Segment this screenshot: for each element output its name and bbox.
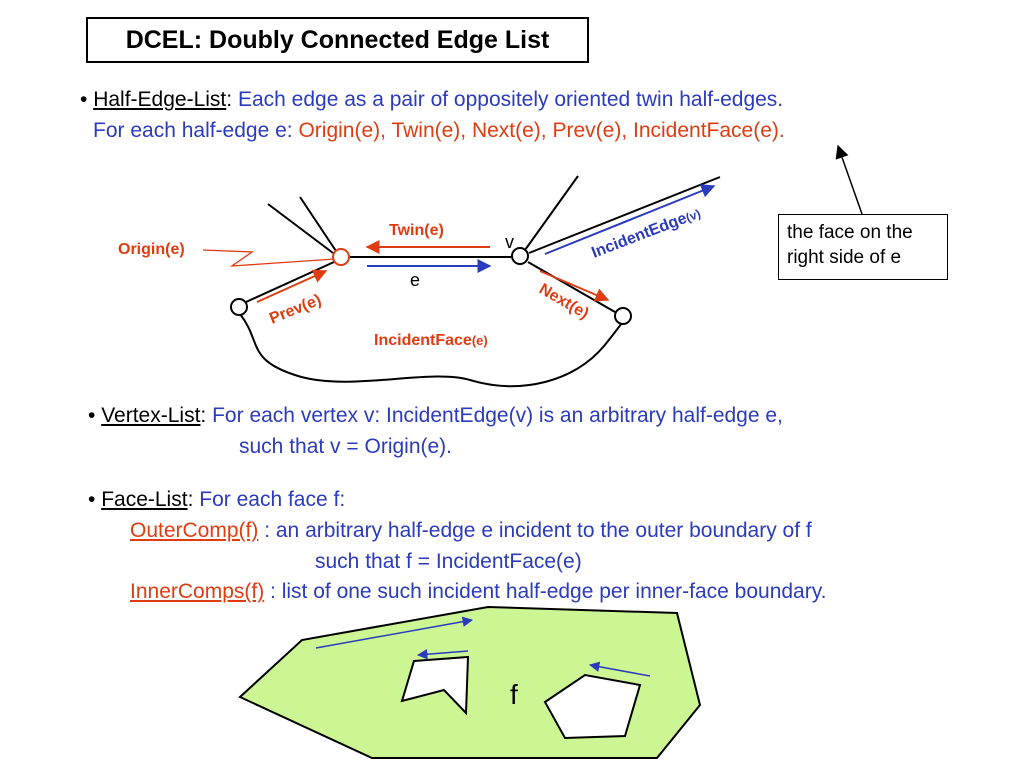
graph-edges — [239, 175, 721, 388]
colon: : — [187, 488, 194, 511]
inner-comps-line: InnerComps(f) : list of one such inciden… — [130, 580, 827, 604]
incident-edge-arrow — [544, 184, 716, 255]
outer-comp-desc: : an arbitrary half-edge e incident to t… — [264, 519, 812, 542]
outer-comp-line2: such that f = IncidentFace(e) — [315, 550, 582, 573]
half-edge-list-line1: • Half-Edge-List: Each edge as a pair of… — [80, 88, 783, 112]
twin-label: Twin(e) — [389, 222, 444, 239]
right-face-note: the face on the right side of e — [778, 214, 948, 280]
edge-up — [524, 175, 579, 251]
edge-left-1 — [267, 203, 334, 254]
vertex-left — [230, 298, 248, 316]
bullet: • — [88, 488, 96, 511]
inner-comp-arrow-2 — [588, 661, 651, 677]
edge-incident — [528, 176, 721, 254]
face-list-term: Face-List — [101, 488, 188, 511]
inner-comps-desc: : list of one such incident half-edge pe… — [270, 580, 827, 603]
bullet: • — [88, 404, 96, 427]
edge-prev — [245, 261, 335, 303]
half-edge-list-term: Half-Edge-List — [93, 88, 227, 111]
face-f-label: f — [510, 679, 518, 710]
edge-bottom-curve — [239, 313, 623, 388]
next-arrow — [539, 270, 610, 302]
edge-next — [527, 261, 616, 313]
outer-comp-arrow — [315, 616, 474, 649]
half-edge-list-desc: Each edge as a pair of oppositely orient… — [237, 88, 784, 111]
e-label: e — [410, 270, 420, 290]
vertex-list-line2: such that v = Origin(e). — [239, 435, 453, 458]
prev-arrow — [256, 269, 328, 303]
v-label: v — [505, 232, 514, 252]
origin-pointer — [202, 249, 336, 267]
vertex-list-term: Vertex-List — [101, 404, 201, 427]
half-edge-prefix: For each half-edge e: — [93, 119, 293, 142]
inner-hole-1 — [400, 655, 470, 716]
face-list-intro: For each face f: — [199, 488, 346, 511]
outer-comp-term: OuterComp(f) — [130, 519, 259, 542]
origin-label: Origin(e) — [118, 241, 185, 258]
inner-hole-2 — [543, 673, 642, 740]
outer-comp-line: OuterComp(f) : an arbitrary half-edge e … — [130, 519, 812, 543]
next-label: Next(e) — [536, 281, 591, 323]
note-pointer-arrow — [835, 144, 863, 215]
vertex-right — [614, 307, 632, 325]
vertex-v — [511, 247, 529, 265]
colon: : — [226, 88, 233, 111]
inner-comps-term: InnerComps(f) — [130, 580, 265, 603]
bullet: • — [80, 88, 88, 111]
face-list-line1: • Face-List: For each face f: — [88, 488, 345, 512]
colon: : — [200, 404, 207, 427]
origin-vertex — [332, 248, 350, 266]
inner-comp-arrow-1 — [416, 649, 469, 660]
vertex-list-line1: • Vertex-List: For each vertex v: Incide… — [88, 404, 783, 428]
edge-left-2 — [299, 196, 337, 252]
half-edge-fields: Origin(e), Twin(e), Next(e), Prev(e), In… — [298, 119, 785, 142]
page-title: DCEL: Doubly Connected Edge List — [86, 17, 589, 63]
vertex-list-desc: For each vertex v: IncidentEdge(v) is an… — [212, 404, 783, 427]
incident-face-label: IncidentFace(e) — [374, 332, 488, 349]
half-edge-list-line2: For each half-edge e: Origin(e), Twin(e)… — [93, 119, 785, 143]
prev-label: Prev(e) — [267, 292, 324, 328]
